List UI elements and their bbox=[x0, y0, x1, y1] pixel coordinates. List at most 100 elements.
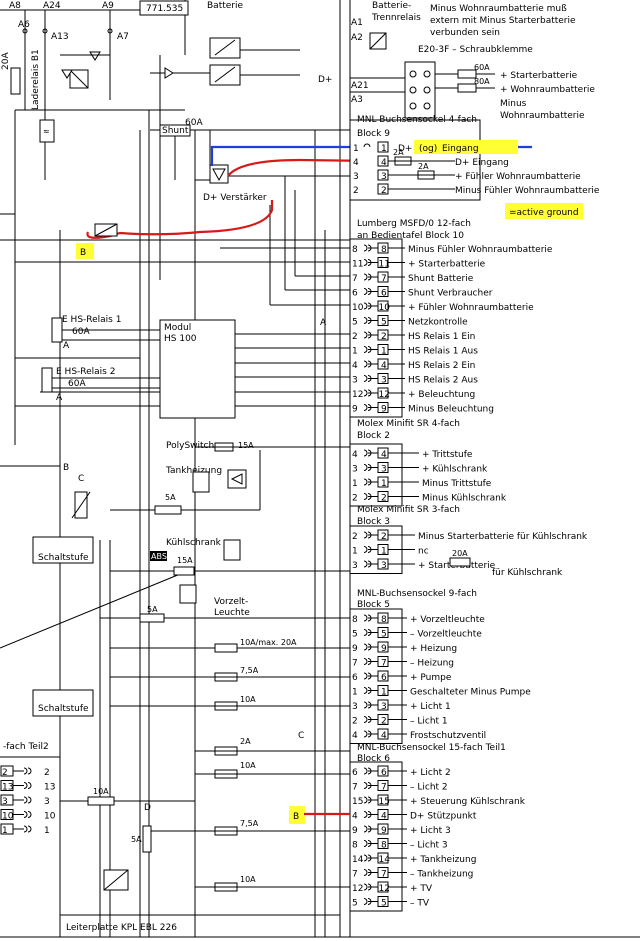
laderelais-label: Laderelais B1 bbox=[31, 49, 41, 110]
svg-text:≈: ≈ bbox=[43, 127, 50, 136]
block2-pin-right: 1 bbox=[381, 479, 387, 489]
block3-row-label: Minus Starterbatterie für Kühlschrank bbox=[418, 532, 588, 542]
block10-row-label: Minus Fühler Wohnraumbatterie bbox=[408, 245, 553, 255]
block6-pin-right: 8 bbox=[381, 841, 387, 851]
block9-row-2-n2: 4 bbox=[381, 158, 387, 168]
block10-marker-a: A bbox=[320, 318, 327, 328]
bottom-left-pin-b: 1 bbox=[44, 826, 50, 836]
bottom-left-plug bbox=[13, 825, 32, 833]
block6-pin-left: 4 bbox=[352, 812, 358, 822]
block6-pin-left: 14 bbox=[352, 855, 364, 865]
a3-label: A3 bbox=[351, 95, 363, 105]
bottom-left-pin-a: 10 bbox=[2, 812, 14, 822]
bottom-left-plug bbox=[13, 782, 32, 789]
block6-title: MNL-Buchsensockel 15-fach Teil1 bbox=[357, 743, 506, 753]
top-area: A8 A24 A9 771.535 Batterie A6 A13 A7 20A… bbox=[1, 0, 595, 143]
relay1-fuse: 60A bbox=[72, 327, 90, 337]
highlight-og-eingang bbox=[414, 140, 518, 154]
kuehlschrank-label: Kühlschrank bbox=[166, 538, 222, 548]
block10-pin-left: 1 bbox=[352, 347, 358, 357]
block2-plug-symbol bbox=[363, 493, 378, 500]
block10-pin-right: 6 bbox=[381, 289, 387, 299]
block10-row-label: HS Relais 2 Ein bbox=[408, 361, 475, 371]
block3-pin-right: 1 bbox=[381, 547, 387, 557]
block10-plug-symbol bbox=[363, 317, 378, 324]
block6-pin-left: 12 bbox=[352, 884, 363, 894]
modul-label-2: HS 100 bbox=[164, 334, 197, 344]
fuse-10a-b-label: 10A bbox=[240, 695, 256, 704]
block5-plug-symbol bbox=[363, 701, 378, 709]
block3-plug-symbol bbox=[363, 531, 378, 539]
block6-plug-symbol bbox=[363, 767, 378, 775]
red-wire-2 bbox=[86, 200, 274, 239]
wohnraumbatterie-label: + Wohnraumbatterie bbox=[500, 85, 595, 95]
block10-pin-right: 8 bbox=[381, 245, 387, 255]
a9-label: A9 bbox=[102, 1, 114, 11]
a8-label: A8 bbox=[9, 1, 21, 11]
block3-plug-symbol bbox=[363, 560, 378, 568]
block10-pin-left: 5 bbox=[352, 318, 358, 328]
block9-row-1-extra: (og) bbox=[419, 144, 437, 154]
vorzelt-label-2: Leuchte bbox=[214, 608, 250, 618]
block5-pin-left: 7 bbox=[352, 659, 358, 669]
vorzelt-fuse bbox=[139, 613, 165, 623]
block5-plug-symbol bbox=[363, 658, 378, 665]
block10-pin-left: 8 bbox=[352, 245, 358, 255]
block6-row-label: + Licht 2 bbox=[410, 768, 451, 778]
block10-plug-symbol bbox=[363, 288, 378, 295]
block5-plug-symbol bbox=[363, 687, 378, 694]
polyswitch-label: PolySwitch bbox=[166, 441, 214, 451]
block5-row-label: – Vorzeltleuchte bbox=[410, 630, 482, 640]
note-line3: verbunden sein bbox=[430, 28, 500, 38]
block5-pin-right: 3 bbox=[381, 702, 387, 712]
schaltstufe-label-2: Schaltstufe bbox=[38, 704, 89, 714]
modul-box bbox=[159, 319, 236, 419]
block10-pin-right: 7 bbox=[381, 274, 387, 284]
block2-name: Block 2 bbox=[357, 431, 390, 441]
block10-plug-symbol bbox=[363, 346, 378, 353]
leiterplatte-label: Leiterplatte KPL EBL 226 bbox=[66, 923, 177, 933]
teil2-title: -fach Teil2 bbox=[3, 742, 49, 752]
vorzelt-fuse-label: 5A bbox=[147, 605, 158, 614]
block9-fuse-2a: 2A bbox=[393, 148, 404, 157]
note-line1: Minus Wohnraumbatterie muß bbox=[430, 4, 567, 14]
block9-row-2-label: D+ Eingang bbox=[455, 158, 509, 168]
relay-a-mark: A bbox=[63, 341, 70, 351]
block3-pin-left: 3 bbox=[352, 561, 358, 571]
block9-row-1-n: 1 bbox=[353, 144, 359, 154]
block6-pin-right: 5 bbox=[381, 899, 387, 909]
block9-row-3-n: 3 bbox=[353, 172, 359, 182]
block10-pin-left: 10 bbox=[352, 303, 364, 313]
block9: MNL-Buchsensockel 4-fach Block 9 1 1 D+ … bbox=[349, 115, 600, 201]
block5-pin-left: 6 bbox=[352, 673, 358, 683]
block10-plug-symbol bbox=[363, 404, 378, 411]
bottom-left-pin-a: 3 bbox=[2, 797, 8, 807]
fuse-60a-label: 60A bbox=[474, 63, 490, 72]
block10-frame bbox=[349, 238, 403, 418]
fuse-80a-label: 80A bbox=[474, 77, 490, 86]
block2-frame bbox=[349, 443, 403, 507]
fuse-2a-label: 2A bbox=[240, 737, 251, 746]
relay2-fuse: 60A bbox=[68, 379, 86, 389]
verstaerker-label: D+ Verstärker bbox=[203, 193, 267, 203]
kuehl-fuse bbox=[173, 566, 195, 576]
block10-row-label: Netzkontrolle bbox=[408, 318, 468, 328]
bottom-left-pin-b: 10 bbox=[44, 812, 56, 822]
fuse-7-5a-b-label: 7,5A bbox=[240, 819, 259, 828]
block10-title: Lumberg MSFD/0 12-fach bbox=[357, 219, 471, 229]
